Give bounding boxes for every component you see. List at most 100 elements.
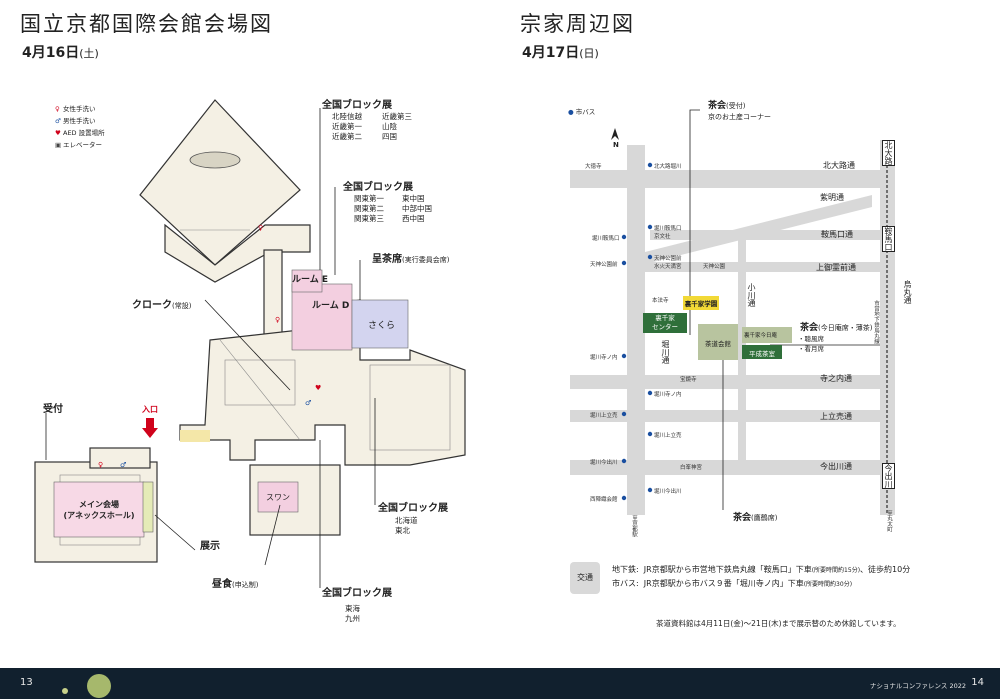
right-page-number: 14 xyxy=(971,677,984,688)
stop-horikawa-imadegawa: 堀川今出川 xyxy=(590,460,618,466)
shimei-road xyxy=(645,195,872,264)
museum-closure-notice: 茶道資料館は4月11日(金)〜21日(木)まで展示替のため休館しています。 xyxy=(656,619,901,628)
block-exhibit-list-1a: 北陸信越近畿第一近畿第二 xyxy=(332,112,362,141)
karasuma-dori-label: 烏丸通 xyxy=(903,280,912,304)
access-subway-line: 地下鉄: JR京都駅から市営地下鉄烏丸線「鞍馬口」下車(所要時間約15分)、徒歩… xyxy=(612,565,911,574)
male-toilet-icon: ♂ xyxy=(55,117,61,125)
urasenke-gakuen-building xyxy=(683,296,719,310)
lunch-label: 昼食(申込制) xyxy=(212,579,259,590)
kitaoji-road xyxy=(570,170,895,188)
moon-decoration xyxy=(87,674,111,698)
place-nishijin-orikaikan: 西陣織会館 xyxy=(590,497,618,503)
place-kyobunsha: 京文社 xyxy=(654,234,671,240)
urasenke-gakuen-label: 裏千家学園 xyxy=(684,300,718,308)
subway-line-label: 市営地下鉄烏丸線 xyxy=(873,300,879,344)
svg-text:♀: ♀ xyxy=(275,316,280,324)
kuramaguchi-station-label: 鞍馬口 xyxy=(882,226,895,252)
place-suiten-mae: 水火天満宮 xyxy=(654,264,682,270)
chakai-reception-label: 茶会(受付) xyxy=(708,101,746,111)
facility-legend: ♀女性手洗い ♂男性手洗い ♥AED 設置場所 ▣エレベーター xyxy=(55,103,105,151)
left-page-date: 4月16日(土) xyxy=(22,45,99,61)
place-shiramine-jingu: 白峯神宮 xyxy=(680,465,703,471)
svg-text:♂: ♂ xyxy=(305,399,311,407)
kuramaguchi-road xyxy=(650,230,895,240)
heisei-chashitsu-building xyxy=(742,345,782,359)
stop-kitaoji-horikawa: 北大路堀川 xyxy=(654,164,682,170)
legend-item: ♀女性手洗い xyxy=(55,105,96,113)
room-e-label: ルーム E xyxy=(292,275,329,285)
urasenke-center-building xyxy=(643,313,687,333)
stop-horikawa-imadegawa-2: 堀川今出川 xyxy=(654,489,682,495)
svg-text:♥: ♥ xyxy=(315,384,321,392)
stop-tenjin-koen-2: 天神公園前 xyxy=(654,256,682,262)
place-hokyoji: 宝鏡寺 xyxy=(680,377,697,383)
kitaoji-station-label: 北大路 xyxy=(882,140,895,166)
cloak-label: クローク(常設) xyxy=(132,300,192,311)
urasenke-center-label: 裏千家センター xyxy=(652,314,678,331)
block-exhibit-label-2: 全国ブロック展 xyxy=(343,182,413,193)
left-page-number: 13 xyxy=(20,677,33,688)
aed-icon: ♥ xyxy=(55,129,61,137)
bus-stop-icon: ● xyxy=(568,108,574,116)
heisei-chashitsu-label: 平成茶室 xyxy=(749,350,775,358)
stop-horikawa-kamidachiuri: 堀川上立売 xyxy=(590,413,618,419)
shimei-dori-label: 紫明通 xyxy=(820,193,844,202)
neighborhood-map xyxy=(570,109,895,515)
legend-item: ♂男性手洗い xyxy=(55,117,96,125)
chakai-konnichian-label: 茶会(今日庵席・薄茶) xyxy=(800,323,873,333)
room-e-area xyxy=(291,269,323,293)
north-arrow-icon xyxy=(611,128,619,140)
kitaoji-dori-label: 北大路通 xyxy=(823,161,855,170)
stop-horikawa-kuramaguchi: 堀川鞍馬口 xyxy=(592,236,620,242)
konnichian-label: 裏千家今日庵 xyxy=(744,333,778,339)
block-exhibit-list-4: 東海九州 xyxy=(345,604,360,623)
block-exhibit-list-2a: 関東第一関東第二関東第三 xyxy=(354,194,384,223)
sakura-label: さくら xyxy=(368,321,396,331)
moon-decoration-small xyxy=(62,688,68,694)
access-badge: 交通 xyxy=(570,562,600,594)
imadegawa-dori-label: 今出川通 xyxy=(820,462,852,471)
sakura-room-area xyxy=(351,299,409,349)
svg-text:♀: ♀ xyxy=(98,461,103,469)
chakai-konnichian-items: ・聴風席・看月席 xyxy=(798,335,824,353)
kamigoryomae-dori-label: 上御霊前通 xyxy=(816,263,856,272)
konnichian-building xyxy=(742,327,792,343)
svg-text:♂: ♂ xyxy=(120,461,126,469)
room-d-area xyxy=(291,283,353,351)
kuramaguchi-dori-label: 鞍馬口通 xyxy=(821,230,853,239)
imadegawa-station-label: 今出川 xyxy=(882,463,895,489)
stop-horikawa-kamidachiuri-2: 堀川上立売 xyxy=(654,433,682,439)
entrance-label: 入口 xyxy=(142,405,158,414)
reception-label: 受付 xyxy=(43,404,63,415)
kyoto-station-direction-label: 至京都駅 xyxy=(631,515,637,537)
marutamachi-direction-label: 至丸太町 xyxy=(886,510,892,532)
chakai-takatsuru-label: 茶会(鷹鶴席) xyxy=(733,513,778,523)
place-tenjin-koen: 天神公園 xyxy=(703,264,726,270)
bus-legend: ● 市バス xyxy=(568,108,596,116)
block-exhibit-label-1: 全国ブロック展 xyxy=(322,100,392,111)
entrance-arrow-icon xyxy=(142,418,158,438)
kamigoryomae-road xyxy=(640,262,895,272)
kamidachiuri-dori-label: 上立売通 xyxy=(820,412,852,421)
swan-label: スワン xyxy=(266,493,290,502)
footer-brand: ナショナルコンファレンス 2022 xyxy=(869,682,966,690)
stop-horikawa-teranouchi: 堀川寺ノ内 xyxy=(590,355,618,361)
main-hall-room-area xyxy=(53,481,145,538)
horikawa-dori-label: 堀川通 xyxy=(661,340,670,364)
legend-item: ♥AED 設置場所 xyxy=(55,129,105,137)
teranouchi-dori-label: 寺之内通 xyxy=(820,374,852,383)
place-honpoji: 本法寺 xyxy=(652,298,669,304)
page-footer: 13 ナショナルコンファレンス 2022 14 xyxy=(0,668,1000,699)
block-exhibit-label-3: 全国ブロック展 xyxy=(378,503,448,514)
exhibition-label: 展示 xyxy=(200,541,220,552)
teaseki-label: 呈茶席(実行委員会席) xyxy=(372,254,450,265)
main-hall-label: メイン会場(アネックスホール) xyxy=(63,500,135,520)
access-bus-line: 市バス: JR京都駅から市バス９番「堀川寺ノ内」下車(所要時間約30分) xyxy=(612,579,853,588)
kamidachiuri-road xyxy=(570,410,895,422)
north-label: N xyxy=(613,141,619,149)
block-exhibit-list-2b: 東中国中部中国西中国 xyxy=(402,194,432,223)
left-page-title: 国立京都国際会館会場図 xyxy=(20,12,273,36)
exhibition-area xyxy=(142,481,154,533)
teranouchi-road xyxy=(570,375,895,389)
swan-room-area xyxy=(257,481,299,513)
